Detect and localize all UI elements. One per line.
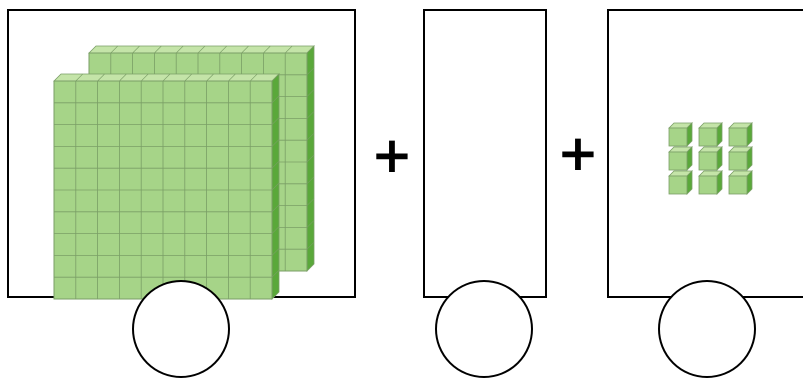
unit-cube xyxy=(699,171,722,194)
unit-cube xyxy=(699,147,722,170)
unit-cube xyxy=(669,147,692,170)
plus-sign-1: + xyxy=(371,135,411,175)
tens-box[interactable] xyxy=(423,9,547,298)
tens-answer-circle[interactable] xyxy=(435,280,533,378)
ones-answer-circle[interactable] xyxy=(658,280,756,378)
unit-cube xyxy=(669,123,692,146)
hundreds-answer-circle[interactable] xyxy=(132,280,230,378)
hundreds-box xyxy=(7,9,356,298)
unit-cube xyxy=(729,171,752,194)
unit-cube xyxy=(729,123,752,146)
unit-cube xyxy=(699,123,722,146)
hundred-flat xyxy=(54,74,279,299)
unit-cube xyxy=(669,171,692,194)
ones-box xyxy=(607,9,803,298)
unit-cube xyxy=(729,147,752,170)
unit-cubes-group xyxy=(609,11,803,300)
plus-sign-2: + xyxy=(557,133,597,173)
hundred-flats-group xyxy=(9,11,358,300)
